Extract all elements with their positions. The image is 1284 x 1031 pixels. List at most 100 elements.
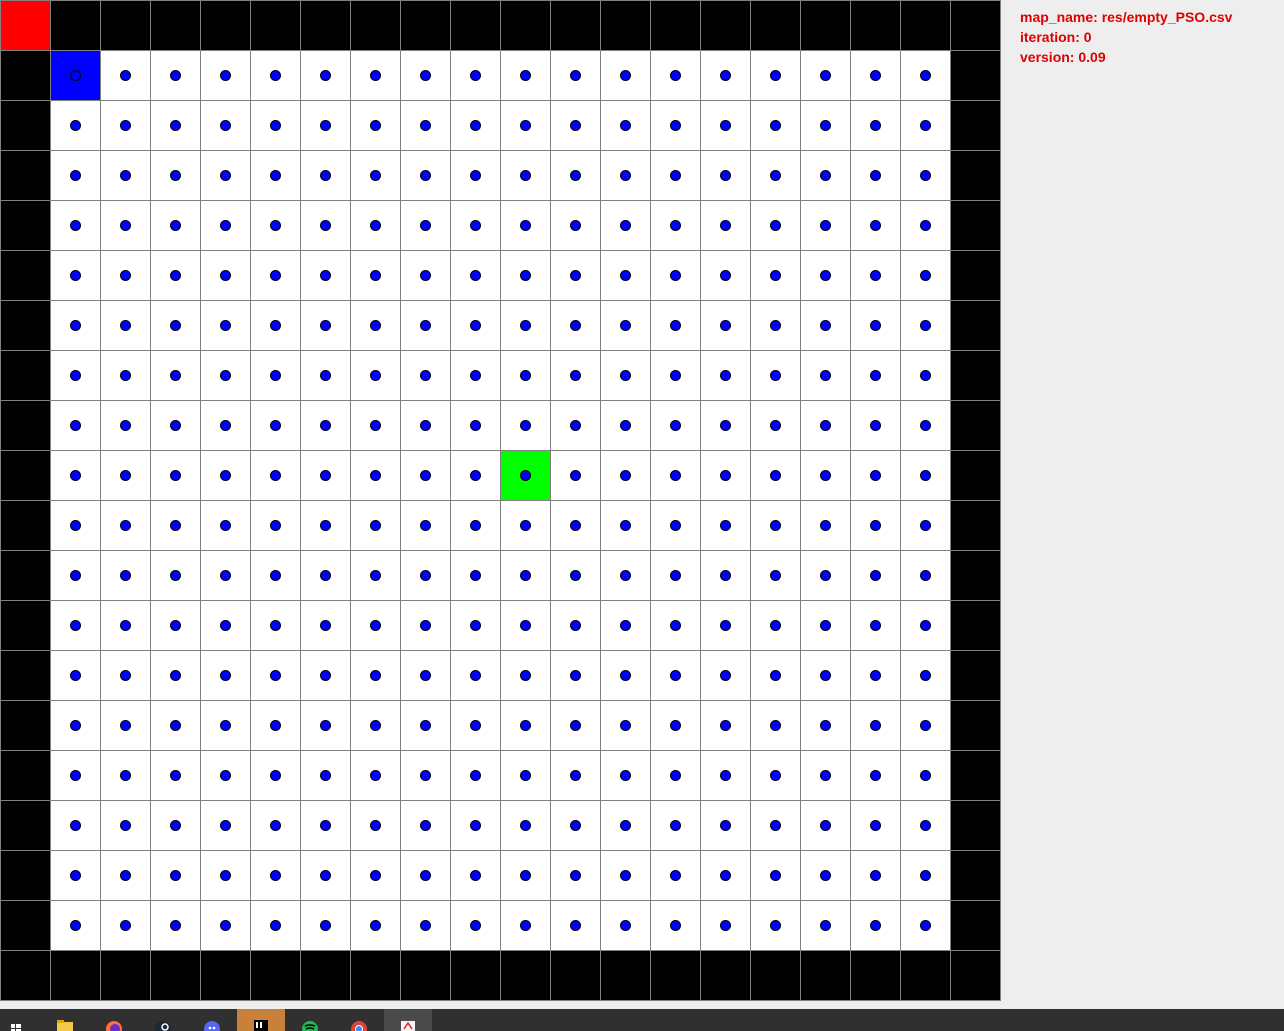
- wall-cell[interactable]: [0, 900, 51, 951]
- floor-cell[interactable]: [250, 150, 301, 201]
- wall-cell[interactable]: [0, 500, 51, 551]
- wall-cell[interactable]: [950, 950, 1001, 1001]
- wall-cell[interactable]: [300, 950, 351, 1001]
- wall-cell[interactable]: [350, 0, 401, 51]
- wall-cell[interactable]: [750, 0, 801, 51]
- wall-cell[interactable]: [950, 600, 1001, 651]
- floor-cell[interactable]: [550, 150, 601, 201]
- wall-cell[interactable]: [550, 0, 601, 51]
- wall-cell[interactable]: [950, 200, 1001, 251]
- floor-cell[interactable]: [350, 300, 401, 351]
- wall-cell[interactable]: [250, 950, 301, 1001]
- start-cell[interactable]: [50, 50, 101, 101]
- floor-cell[interactable]: [350, 200, 401, 251]
- wall-cell[interactable]: [0, 350, 51, 401]
- wall-cell[interactable]: [950, 450, 1001, 501]
- wall-cell[interactable]: [950, 300, 1001, 351]
- taskbar-firefox-button[interactable]: [90, 1009, 138, 1031]
- taskbar-discord-button[interactable]: [188, 1009, 236, 1031]
- taskbar-file-explorer-button[interactable]: [41, 1009, 89, 1031]
- wall-cell[interactable]: [950, 700, 1001, 751]
- wall-cell[interactable]: [950, 500, 1001, 551]
- wall-cell[interactable]: [950, 650, 1001, 701]
- wall-cell[interactable]: [0, 950, 51, 1001]
- wall-cell[interactable]: [150, 950, 201, 1001]
- wall-cell[interactable]: [600, 950, 651, 1001]
- floor-cell[interactable]: [900, 100, 951, 151]
- wall-cell[interactable]: [0, 250, 51, 301]
- taskbar-java-app-button[interactable]: [384, 1009, 432, 1031]
- floor-cell[interactable]: [850, 400, 901, 451]
- wall-cell[interactable]: [950, 0, 1001, 51]
- wall-cell[interactable]: [400, 950, 451, 1001]
- wall-cell[interactable]: [100, 950, 151, 1001]
- wall-cell[interactable]: [750, 950, 801, 1001]
- wall-cell[interactable]: [650, 0, 701, 51]
- wall-cell[interactable]: [450, 950, 501, 1001]
- wall-cell[interactable]: [650, 950, 701, 1001]
- wall-cell[interactable]: [0, 550, 51, 601]
- wall-cell[interactable]: [450, 0, 501, 51]
- wall-cell[interactable]: [0, 150, 51, 201]
- wall-cell[interactable]: [0, 400, 51, 451]
- wall-cell[interactable]: [250, 0, 301, 51]
- wall-cell[interactable]: [500, 0, 551, 51]
- wall-cell[interactable]: [0, 200, 51, 251]
- wall-cell[interactable]: [0, 650, 51, 701]
- wall-cell[interactable]: [700, 0, 751, 51]
- wall-cell[interactable]: [850, 0, 901, 51]
- wall-cell[interactable]: [950, 350, 1001, 401]
- wall-cell[interactable]: [350, 950, 401, 1001]
- floor-cell[interactable]: [200, 200, 251, 251]
- wall-cell[interactable]: [0, 100, 51, 151]
- wall-cell[interactable]: [550, 950, 601, 1001]
- wall-cell[interactable]: [0, 450, 51, 501]
- taskbar-windows-start-button[interactable]: [0, 1009, 40, 1031]
- wall-cell[interactable]: [0, 850, 51, 901]
- spotify-icon: [300, 1017, 320, 1031]
- wall-cell[interactable]: [0, 800, 51, 851]
- wall-cell[interactable]: [100, 0, 151, 51]
- wall-cell[interactable]: [950, 750, 1001, 801]
- wall-cell[interactable]: [200, 950, 251, 1001]
- wall-cell[interactable]: [0, 50, 51, 101]
- wall-cell[interactable]: [150, 0, 201, 51]
- wall-cell[interactable]: [950, 150, 1001, 201]
- wall-cell[interactable]: [800, 950, 851, 1001]
- floor-cell[interactable]: [550, 250, 601, 301]
- floor-cell[interactable]: [50, 750, 101, 801]
- wall-cell[interactable]: [500, 950, 551, 1001]
- floor-cell[interactable]: [900, 450, 951, 501]
- wall-cell[interactable]: [950, 850, 1001, 901]
- taskbar-steam-button[interactable]: [139, 1009, 187, 1031]
- taskbar-intellij-button[interactable]: [237, 1009, 285, 1031]
- wall-cell[interactable]: [300, 0, 351, 51]
- wall-cell[interactable]: [0, 700, 51, 751]
- wall-cell[interactable]: [0, 750, 51, 801]
- taskbar-chrome-button[interactable]: [335, 1009, 383, 1031]
- taskbar-spotify-button[interactable]: [286, 1009, 334, 1031]
- wall-cell[interactable]: [950, 250, 1001, 301]
- wall-cell[interactable]: [900, 950, 951, 1001]
- floor-cell[interactable]: [600, 800, 651, 851]
- wall-cell[interactable]: [950, 900, 1001, 951]
- floor-cell[interactable]: [450, 100, 501, 151]
- wall-cell[interactable]: [700, 950, 751, 1001]
- wall-cell[interactable]: [200, 0, 251, 51]
- wall-cell[interactable]: [800, 0, 851, 51]
- wall-cell[interactable]: [850, 950, 901, 1001]
- wall-cell[interactable]: [950, 100, 1001, 151]
- wall-cell[interactable]: [900, 0, 951, 51]
- wall-cell[interactable]: [600, 0, 651, 51]
- marker-cell[interactable]: [0, 0, 51, 51]
- wall-cell[interactable]: [400, 0, 451, 51]
- wall-cell[interactable]: [50, 950, 101, 1001]
- wall-cell[interactable]: [0, 600, 51, 651]
- wall-cell[interactable]: [50, 0, 101, 51]
- wall-cell[interactable]: [0, 300, 51, 351]
- wall-cell[interactable]: [950, 400, 1001, 451]
- wall-cell[interactable]: [950, 800, 1001, 851]
- map-grid[interactable]: [0, 0, 1001, 1001]
- wall-cell[interactable]: [950, 50, 1001, 101]
- wall-cell[interactable]: [950, 550, 1001, 601]
